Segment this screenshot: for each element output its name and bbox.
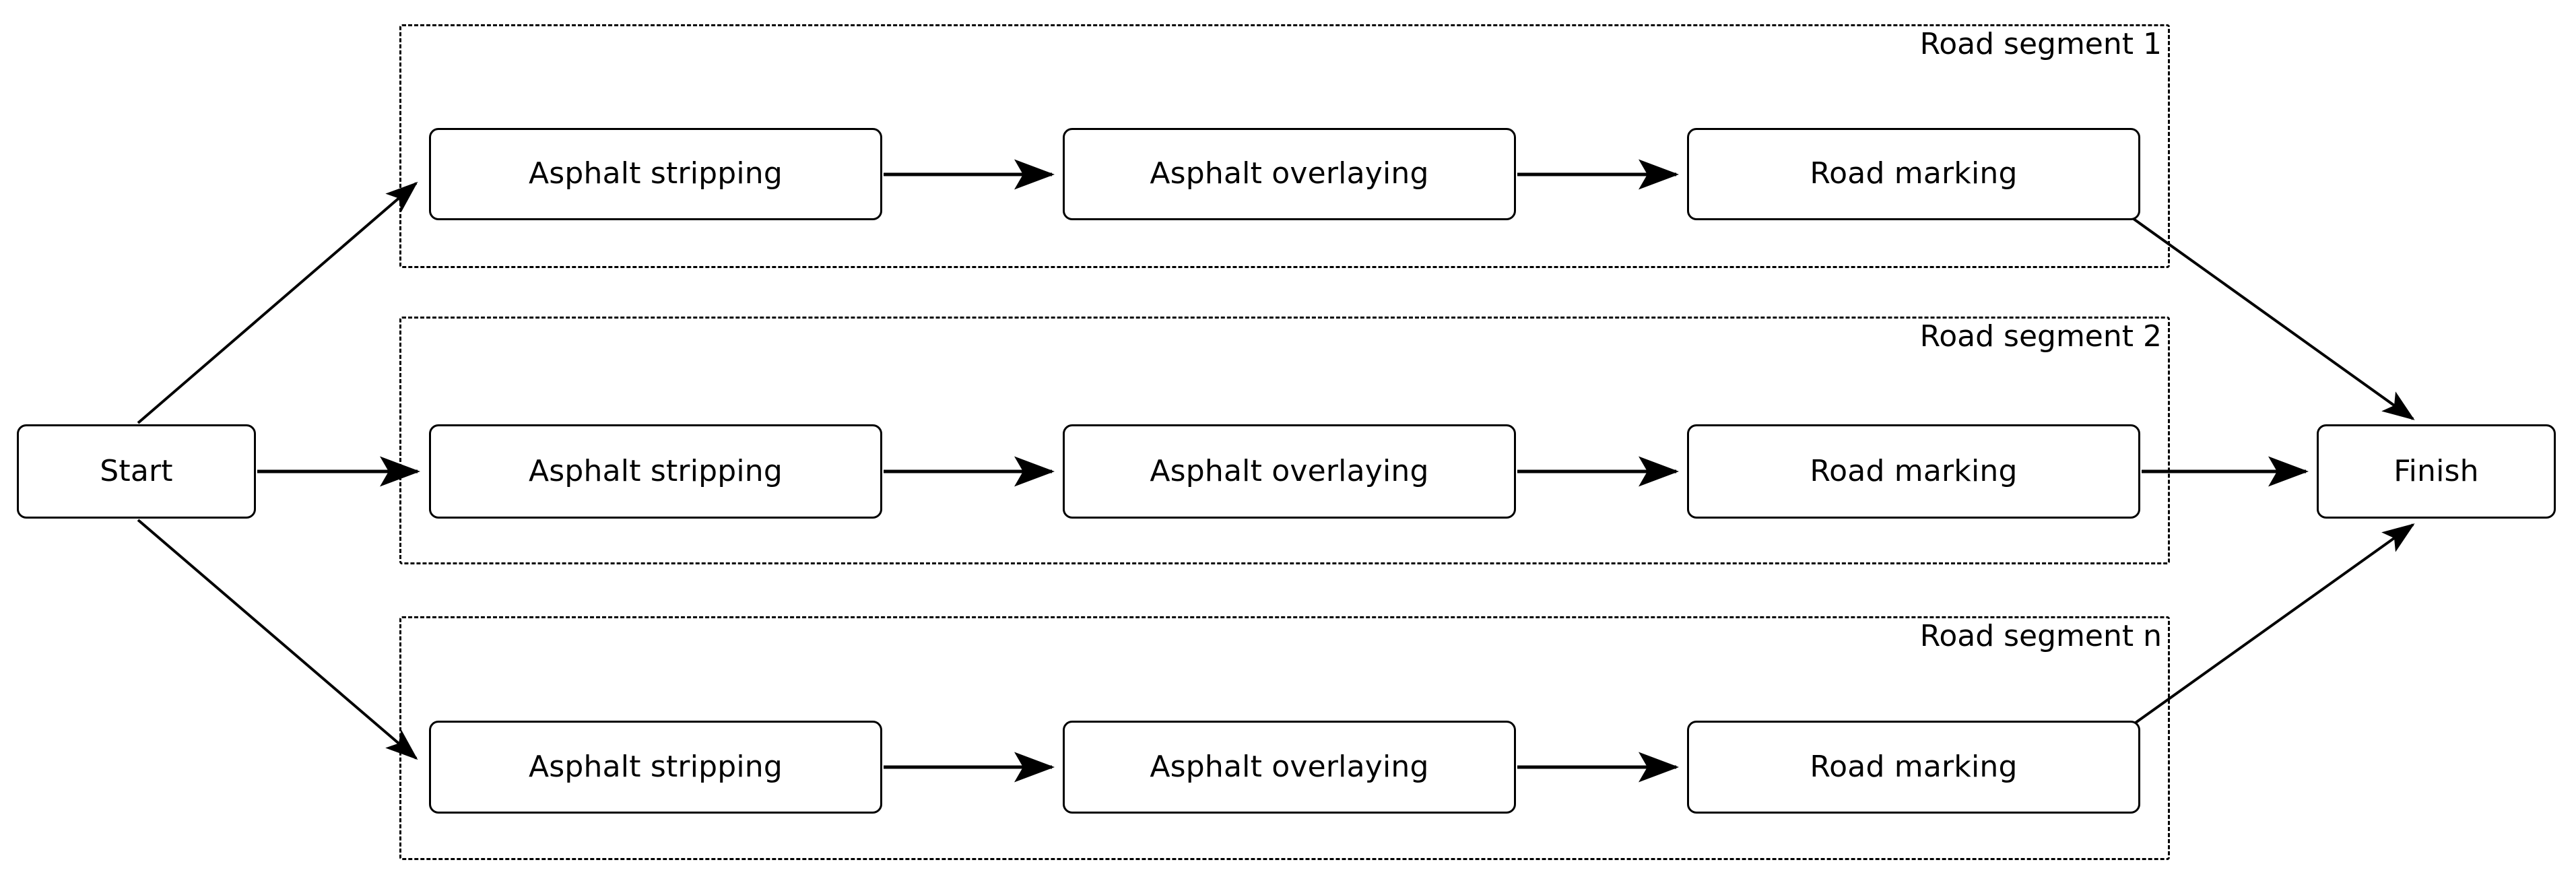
node-start[interactable]: Start xyxy=(17,424,256,519)
group-label-road-segment-2: Road segment 2 xyxy=(1919,319,2162,354)
group-road-segment-2 xyxy=(399,317,2170,564)
edge-start-to-segment1 xyxy=(137,181,418,424)
edge-start-to-segmentn xyxy=(137,519,418,760)
group-label-road-segment-n: Road segment n xyxy=(1919,619,2162,653)
node-s2-road-marking[interactable]: Road marking xyxy=(1687,424,2140,519)
node-finish[interactable]: Finish xyxy=(2317,424,2556,519)
node-sn-asphalt-overlaying[interactable]: Asphalt overlaying xyxy=(1063,721,1516,814)
group-label-road-segment-1: Road segment 1 xyxy=(1919,27,2162,61)
node-s2-asphalt-overlaying[interactable]: Asphalt overlaying xyxy=(1063,424,1516,519)
node-s1-road-marking[interactable]: Road marking xyxy=(1687,128,2140,220)
node-sn-asphalt-stripping[interactable]: Asphalt stripping xyxy=(429,721,882,814)
group-road-segment-1 xyxy=(399,24,2170,268)
node-sn-road-marking[interactable]: Road marking xyxy=(1687,721,2140,814)
node-s1-asphalt-overlaying[interactable]: Asphalt overlaying xyxy=(1063,128,1516,220)
node-s2-asphalt-stripping[interactable]: Asphalt stripping xyxy=(429,424,882,519)
node-s1-asphalt-stripping[interactable]: Asphalt stripping xyxy=(429,128,882,220)
